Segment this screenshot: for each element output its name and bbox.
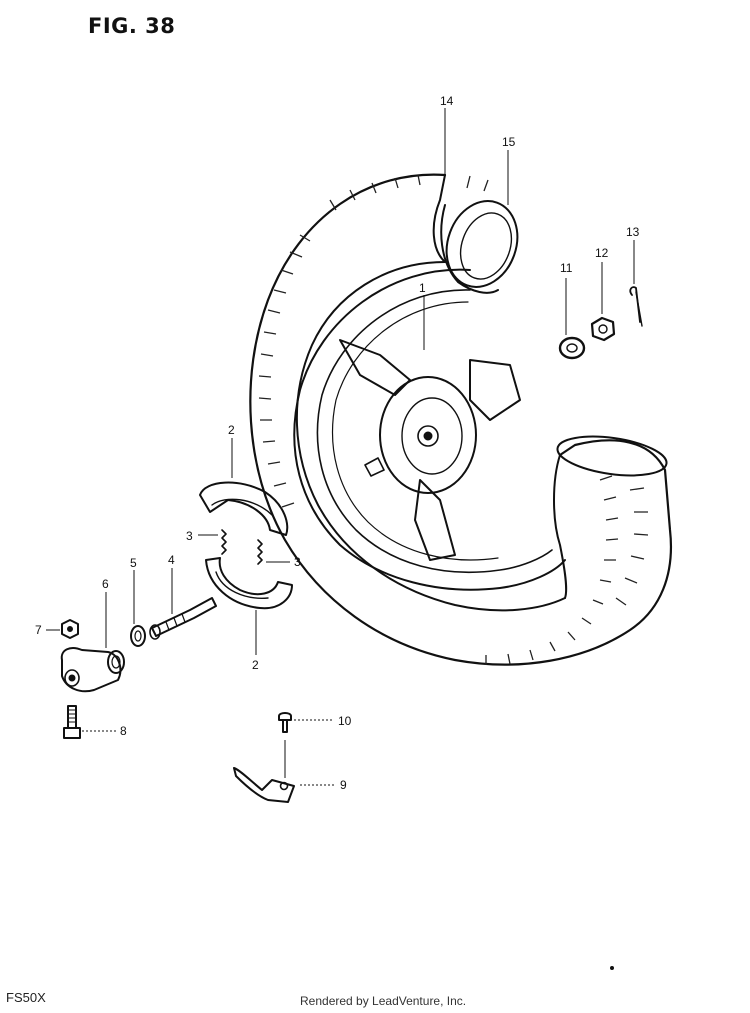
render-credit: Rendered by LeadVenture, Inc. — [300, 994, 467, 1008]
nut-part-12[interactable] — [590, 262, 616, 342]
spring-part-3-left[interactable] — [198, 529, 227, 555]
brake-arm-part-6[interactable] — [60, 592, 125, 693]
bracket-part-9[interactable] — [233, 767, 334, 803]
cam-shaft-part-4[interactable] — [149, 568, 217, 640]
callout-2-lower: 2 — [252, 658, 259, 672]
callout-14: 14 — [440, 94, 454, 108]
figure-title: FIG. 38 — [88, 14, 176, 38]
callout-3-left: 3 — [186, 529, 193, 543]
washer-part-5[interactable] — [130, 570, 146, 647]
callout-2-upper: 2 — [228, 423, 235, 437]
nut-part-7[interactable] — [46, 619, 79, 639]
callout-6: 6 — [102, 577, 109, 591]
callout-9: 9 — [340, 778, 347, 792]
callout-8: 8 — [120, 724, 127, 738]
callout-5: 5 — [130, 556, 137, 570]
spring-part-3-right[interactable] — [257, 539, 290, 565]
brake-shoe-upper-part-2[interactable] — [199, 438, 289, 536]
bolt-part-8[interactable] — [63, 705, 116, 739]
cotter-pin-part-13[interactable] — [629, 240, 643, 327]
callout-1: 1 — [419, 281, 426, 295]
brake-shoe-lower-part-2[interactable] — [205, 557, 293, 655]
callout-10: 10 — [338, 714, 352, 728]
tire-part-14[interactable] — [249, 108, 672, 666]
callout-11: 11 — [560, 261, 573, 275]
callout-3-right: 3 — [294, 555, 301, 569]
callout-7: 7 — [35, 623, 42, 637]
wheel-rim-part-1[interactable] — [293, 268, 566, 591]
callout-4: 4 — [168, 553, 175, 567]
model-code: FS50X — [6, 990, 46, 1005]
callout-13: 13 — [626, 225, 640, 239]
washer-part-11[interactable] — [558, 278, 586, 360]
callout-15: 15 — [502, 135, 516, 149]
tube-part-15[interactable] — [435, 150, 529, 297]
callout-12: 12 — [595, 246, 609, 260]
screw-part-10[interactable] — [278, 712, 334, 778]
